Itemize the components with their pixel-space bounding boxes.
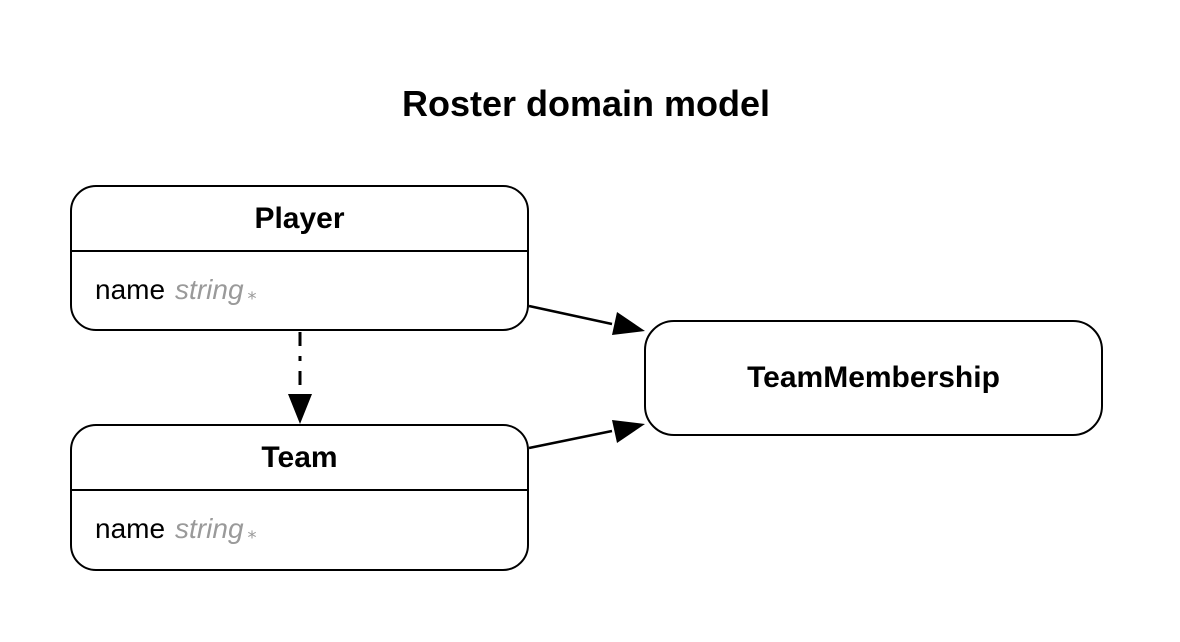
field-row: name string ⁎ (72, 252, 527, 328)
entity-teammembership[interactable]: TeamMembership (644, 320, 1103, 436)
field-type: string (175, 274, 244, 305)
entity-team[interactable]: Team name string ⁎ (70, 424, 529, 571)
arrowhead-team-teammembership (612, 420, 645, 443)
field-name: name (95, 513, 166, 544)
edge-team-teammembership (528, 429, 613, 450)
edge-player-teammembership (528, 304, 613, 326)
field-name: name (95, 274, 166, 305)
entity-player-name: Player (72, 187, 527, 252)
arrowhead-player-team (288, 394, 312, 424)
entity-player[interactable]: Player name string ⁎ (70, 185, 529, 331)
field-type: string (175, 513, 244, 544)
diagram-title: Roster domain model (401, 83, 771, 124)
entity-teammembership-name: TeamMembership (747, 361, 1000, 394)
required-marker-icon: ⁎ (247, 521, 257, 542)
arrowhead-player-teammembership (612, 312, 645, 335)
field-row: name string ⁎ (72, 491, 527, 567)
entity-team-name: Team (72, 426, 527, 491)
required-marker-icon: ⁎ (247, 282, 257, 303)
